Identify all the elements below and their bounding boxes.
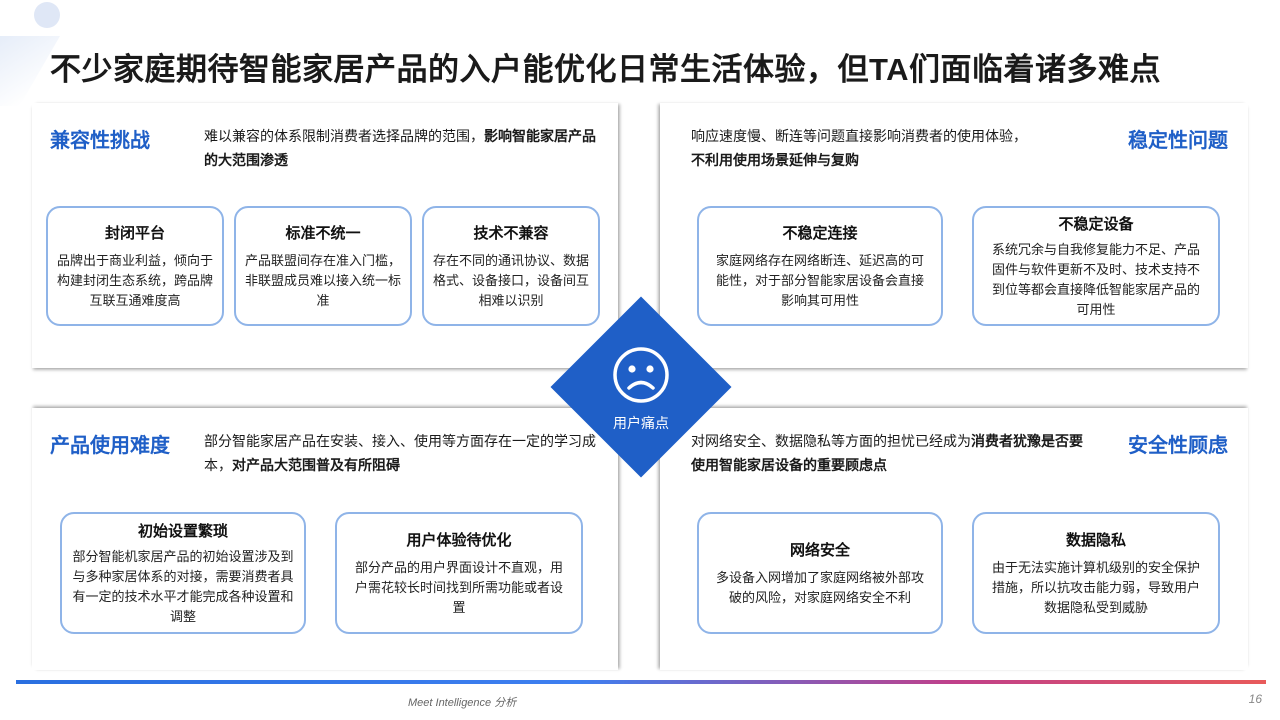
security-title: 安全性顾虑 [1128,435,1228,457]
usability-desc-bold: 对产品大范围普及有所阻碍 [232,457,400,473]
decorative-dot [34,2,60,28]
user-pain-point-diamond: 用户痛点 [550,296,732,478]
compatibility-title: 兼容性挑战 [50,130,150,152]
card-title: 不稳定设备 [1058,215,1134,233]
quadrant-compatibility: 兼容性挑战 难以兼容的体系限制消费者选择品牌的范围，影响智能家居产品的大范围渗透… [32,103,618,368]
card-title: 标准不统一 [285,224,361,242]
card-text: 部分产品的用户界面设计不直观，用户需花较长时间找到所需功能或者设置 [354,559,563,615]
security-desc-plain: 对网络安全、数据隐私等方面的担忧已经成为 [691,433,971,449]
page-title: 不少家庭期待智能家居产品的入户能优化日常生活体验，但TA们面临着诸多难点 [50,52,1162,87]
user-pain-point-label: 用户痛点 [613,415,669,431]
card-cumbersome-setup: 初始设置繁琐 部分智能机家居产品的初始设置涉及到与多种家居体系的对接，需要消费者… [60,512,306,634]
card-title: 不稳定连接 [782,224,858,242]
security-desc-bold: 消费者犹豫是否要使用智能家居设备的重要顾虑点 [691,433,1083,473]
stability-desc-plain: 响应速度慢、断连等问题直接影响消费者的使用体验， [691,128,1027,144]
card-text: 部分智能机家居产品的初始设置涉及到与多种家居体系的对接，需要消费者具有一定的技术… [72,548,294,624]
card-text: 品牌出于商业利益，倾向于构建封闭生态系统，跨品牌互联互通难度高 [56,252,213,308]
card-text: 由于无法实施计算机级别的安全保护措施，所以抗攻击能力弱，导致用户数据隐私受到威胁 [991,559,1200,615]
card-title: 封闭平台 [104,224,165,242]
card-nonuniform-standard: 标准不统一 产品联盟间存在准入门槛，非联盟成员难以接入统一标准 [234,206,412,326]
compatibility-desc-bold: 影响智能家居产品的大范围渗透 [204,128,596,168]
card-title: 用户体验待优化 [406,531,512,549]
card-technical-incompatibility: 技术不兼容 存在不同的通讯协议、数据格式、设备接口，设备间互相难以识别 [422,206,600,326]
footer-gradient-line [16,680,1266,684]
sad-face-icon [613,347,669,403]
stability-desc-bold: 不利用使用场景延伸与复购 [691,152,859,168]
card-unstable-connection: 不稳定连接 家庭网络存在网络断连、延迟高的可能性，对于部分智能家居设备会直接影响… [697,206,943,326]
card-title: 技术不兼容 [473,224,549,242]
stability-title: 稳定性问题 [1128,130,1228,152]
stability-description: 响应速度慢、断连等问题直接影响消费者的使用体验， 不利用使用场景延伸与复购 [691,124,1091,172]
card-text: 产品联盟间存在准入门槛，非联盟成员难以接入统一标准 [244,252,401,308]
compatibility-desc-plain: 难以兼容的体系限制消费者选择品牌的范围， [204,128,484,144]
card-text: 存在不同的通讯协议、数据格式、设备接口，设备间互相难以识别 [432,252,589,308]
usability-title: 产品使用难度 [50,435,170,457]
usability-desc-plain: 部分智能家居产品在安装、接入、使用等方面存在一定的学习成本， [204,433,596,473]
page-number: 16 [1248,692,1262,706]
card-text: 多设备入网增加了家庭网络被外部攻破的风险，对家庭网络安全不利 [715,569,924,605]
quadrant-usability: 产品使用难度 部分智能家居产品在安装、接入、使用等方面存在一定的学习成本，对产品… [32,408,618,670]
quadrant-security: 安全性顾虑 对网络安全、数据隐私等方面的担忧已经成为消费者犹豫是否要使用智能家居… [660,408,1248,670]
card-title: 数据隐私 [1065,531,1126,549]
card-data-privacy: 数据隐私 由于无法实施计算机级别的安全保护措施，所以抗攻击能力弱，导致用户数据隐… [972,512,1220,634]
card-title: 网络安全 [789,541,850,559]
card-title: 初始设置繁琐 [137,522,228,540]
card-text: 系统冗余与自我修复能力不足、产品固件与软件更新不及时、技术支持不到位等都会直接降… [991,241,1200,317]
usability-description: 部分智能家居产品在安装、接入、使用等方面存在一定的学习成本，对产品大范围普及有所… [204,429,604,477]
compatibility-description: 难以兼容的体系限制消费者选择品牌的范围，影响智能家居产品的大范围渗透 [204,124,604,172]
card-ux-to-optimize: 用户体验待优化 部分产品的用户界面设计不直观，用户需花较长时间找到所需功能或者设… [335,512,583,634]
footer-source: Meet Intelligence 分析 [408,697,517,709]
card-network-security: 网络安全 多设备入网增加了家庭网络被外部攻破的风险，对家庭网络安全不利 [697,512,943,634]
security-description: 对网络安全、数据隐私等方面的担忧已经成为消费者犹豫是否要使用智能家居设备的重要顾… [691,429,1091,477]
card-text: 家庭网络存在网络断连、延迟高的可能性，对于部分智能家居设备会直接影响其可用性 [715,252,924,308]
card-closed-platform: 封闭平台 品牌出于商业利益，倾向于构建封闭生态系统，跨品牌互联互通难度高 [46,206,224,326]
card-unstable-device: 不稳定设备 系统冗余与自我修复能力不足、产品固件与软件更新不及时、技术支持不到位… [972,206,1220,326]
quadrant-stability: 稳定性问题 响应速度慢、断连等问题直接影响消费者的使用体验， 不利用使用场景延伸与… [660,103,1248,368]
